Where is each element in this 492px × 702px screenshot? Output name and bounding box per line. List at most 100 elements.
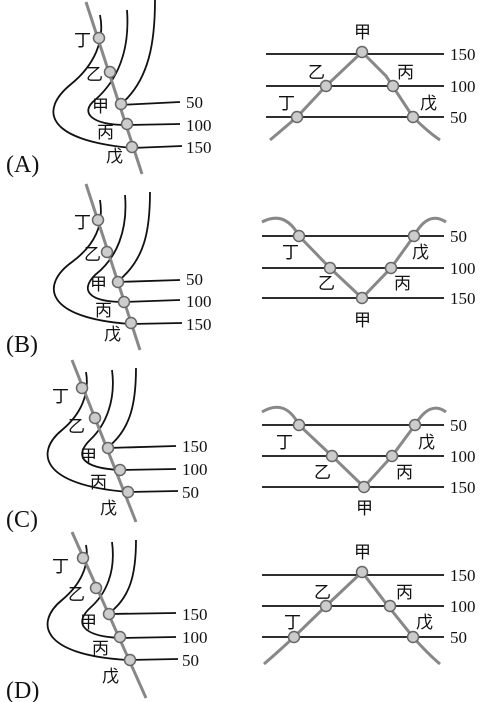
label-jia: 甲	[90, 275, 107, 295]
profile-curve	[269, 49, 441, 142]
profile-value-bottom: 150	[450, 289, 476, 308]
option-c-contour-map: 丁 乙 甲 丙 戊 150 100 50	[46, 359, 208, 523]
point-yi	[88, 411, 102, 425]
point-bing	[120, 117, 134, 131]
profile-point-jia	[355, 565, 369, 579]
profile-label-jia: 甲	[354, 311, 371, 331]
point-wu	[125, 140, 139, 154]
label-jia: 甲	[92, 97, 109, 117]
label-wu: 戊	[102, 667, 119, 687]
profile-value-middle: 100	[450, 597, 476, 616]
label-bing: 丙	[97, 123, 114, 143]
label-yi: 乙	[68, 417, 85, 437]
contour-value-2: 100	[182, 628, 208, 647]
contour-value-1: 150	[182, 605, 208, 624]
contour-line-1	[119, 0, 156, 106]
profile-point-yi	[323, 261, 337, 275]
contour-line-1-tail	[116, 279, 181, 283]
contour-line-2	[87, 9, 181, 126]
profile-point-wu	[407, 229, 421, 243]
label-ding: 丁	[74, 31, 91, 51]
profile-value-middle: 100	[450, 447, 476, 466]
profile-label-yi: 乙	[314, 463, 331, 483]
option-c[interactable]: (C) 丁 乙 甲 丙 戊 150 100 50	[6, 359, 476, 533]
contour-line-1	[116, 191, 151, 283]
profile-point-ding	[287, 630, 301, 644]
point-yi	[103, 65, 117, 79]
profile-label-yi: 乙	[314, 583, 331, 603]
profile-point-yi	[319, 599, 333, 613]
profile-value-top: 50	[450, 416, 467, 435]
point-jia	[101, 441, 115, 455]
profile-point-ding	[292, 418, 306, 432]
option-a-label: (A)	[6, 152, 39, 178]
contour-line-2	[86, 194, 181, 303]
profile-label-yi: 乙	[308, 63, 325, 83]
label-jia: 甲	[80, 447, 97, 467]
profile-point-jia	[357, 480, 371, 494]
profile-label-wu: 戊	[416, 613, 433, 633]
contour-line-2	[81, 369, 177, 471]
option-b-profile: 丁 戊 乙 丙 甲 50 100 150	[261, 216, 476, 331]
profile-point-bing	[383, 599, 397, 613]
profile-point-jia	[355, 45, 369, 59]
contour-value-1: 50	[186, 93, 203, 112]
label-ding: 丁	[52, 557, 69, 577]
option-a[interactable]: (A) 丁 乙 甲 丙 戊 50 100 150	[6, 0, 476, 178]
option-a-profile: 甲 乙 丙 丁 戊 150 100 50	[266, 23, 476, 142]
contour-line-1	[105, 539, 177, 615]
contour-value-3: 50	[182, 483, 199, 502]
point-jia	[114, 97, 128, 111]
contour-value-1: 50	[186, 270, 203, 289]
point-bing	[117, 295, 131, 309]
contour-line-2	[81, 541, 177, 639]
point-bing	[113, 630, 127, 644]
label-bing: 丙	[92, 639, 109, 659]
contour-line-3	[52, 14, 183, 149]
option-d[interactable]: (D) 丁 乙 甲 丙 戊 150 100 50	[6, 531, 476, 702]
label-wu: 戊	[100, 499, 117, 519]
profile-label-ding: 丁	[284, 613, 301, 633]
profile-point-ding	[290, 110, 304, 124]
profile-label-jia: 甲	[354, 23, 371, 43]
profile-value-top: 50	[450, 227, 467, 246]
profile-point-bing	[385, 449, 399, 463]
profile-value-bottom: 50	[450, 628, 467, 647]
contour-value-3: 150	[186, 138, 212, 157]
profile-label-jia: 甲	[356, 499, 373, 519]
profile-value-top: 150	[450, 566, 476, 585]
profile-label-wu: 戊	[418, 433, 435, 453]
profile-point-yi	[319, 79, 333, 93]
profile-point-jia	[355, 291, 369, 305]
option-a-contour-map: 丁 乙 甲 丙 戊 50 100 150	[52, 0, 212, 175]
profile-point-wu	[406, 630, 420, 644]
profile-point-yi	[325, 449, 339, 463]
option-d-contour-map: 丁 乙 甲 丙 戊 150 100 50	[46, 531, 208, 699]
option-d-label: (D)	[6, 678, 39, 702]
point-yi	[100, 245, 114, 259]
point-wu	[124, 316, 138, 330]
option-b-label: (B)	[6, 332, 38, 358]
point-bing	[113, 463, 127, 477]
profile-point-bing	[386, 79, 400, 93]
option-d-profile: 甲 乙 丙 丁 戊 150 100 50	[262, 543, 476, 666]
label-yi: 乙	[86, 65, 103, 85]
option-c-profile: 丁 戊 乙 丙 甲 50 100 150	[261, 405, 476, 519]
profile-point-ding	[292, 229, 306, 243]
contour-value-3: 150	[186, 315, 212, 334]
point-ding	[92, 31, 106, 45]
option-b-contour-map: 丁 乙 甲 丙 戊 50 100 150	[53, 183, 212, 351]
contour-line-3	[46, 371, 179, 493]
profile-value-bottom: 150	[450, 478, 476, 497]
profile-point-wu	[406, 110, 420, 124]
label-yi: 乙	[68, 585, 85, 605]
profile-label-bing: 丙	[397, 63, 414, 83]
point-ding	[76, 551, 90, 565]
contour-value-2: 100	[182, 460, 208, 479]
option-b[interactable]: (B) 丁 乙 甲 丙 戊 50 100 150	[6, 183, 476, 358]
profile-label-yi: 乙	[318, 274, 335, 294]
point-jia	[102, 607, 116, 621]
profile-label-bing: 丙	[394, 274, 411, 294]
label-jia: 甲	[80, 613, 97, 633]
label-ding: 丁	[74, 213, 91, 233]
